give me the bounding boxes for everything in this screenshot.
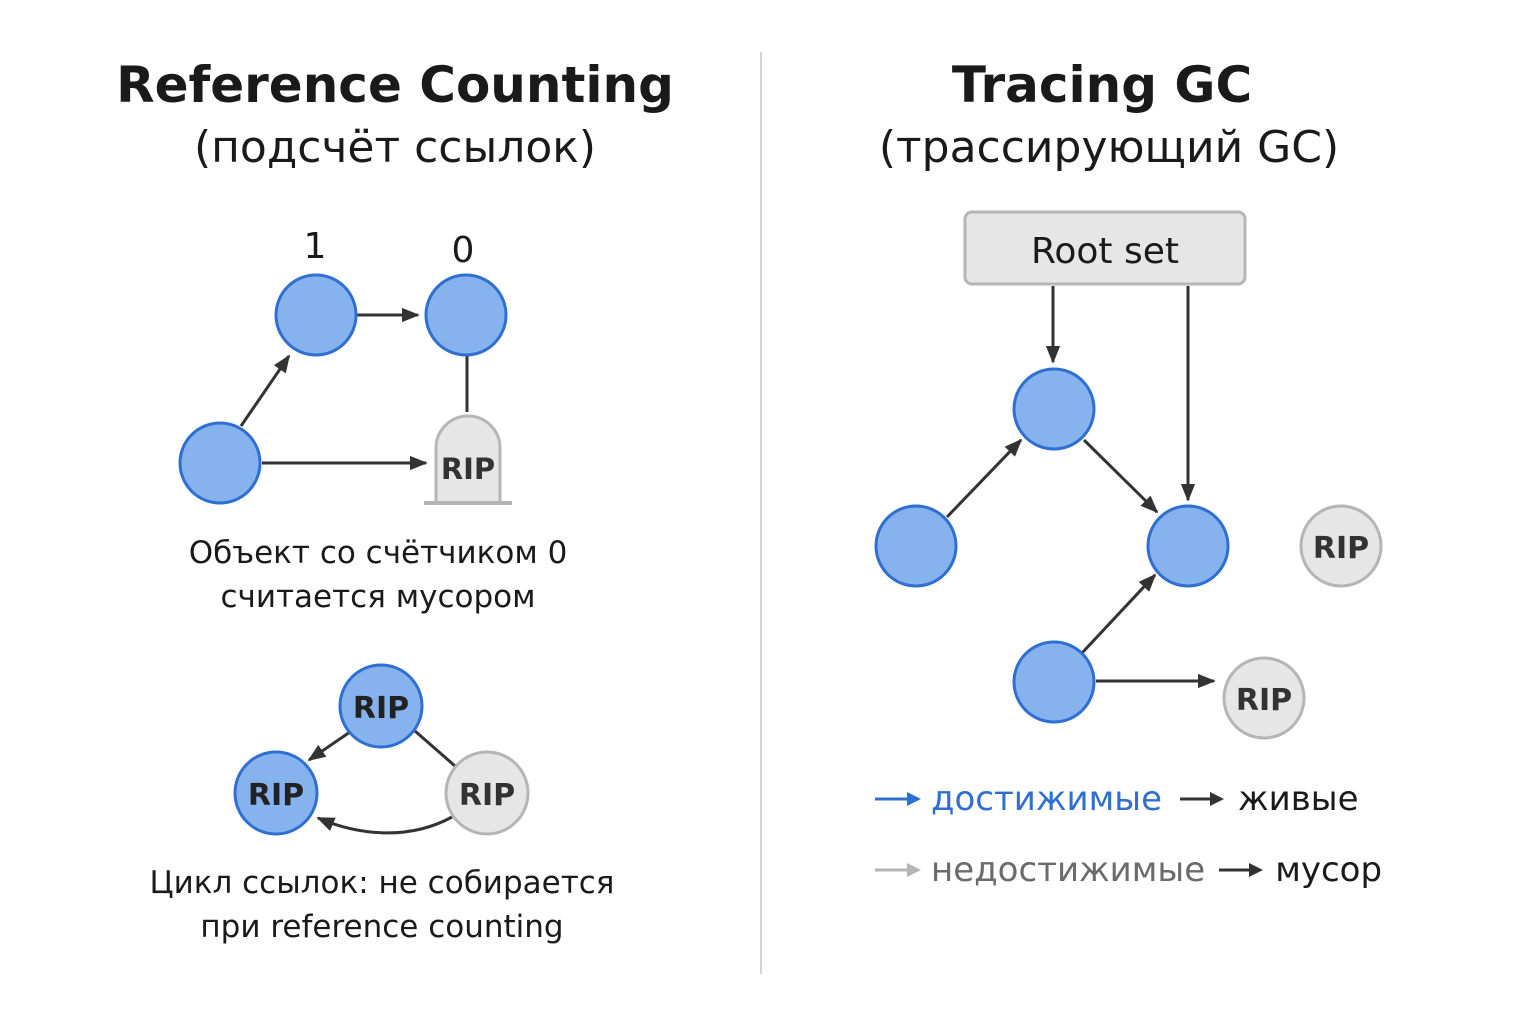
caption-zero-count-line2: считается мусором — [220, 579, 536, 615]
cycle-node-left-label: RIP — [248, 778, 304, 813]
legend-unreachable-label: недостижимые — [931, 850, 1206, 890]
edge-c-to-a — [239, 354, 291, 427]
edge-cycle-top-to-right — [414, 729, 456, 768]
cycle-node-right: RIP — [444, 750, 530, 836]
unreachable-node-right: RIP — [1299, 504, 1383, 588]
right-subtitle: (трассирующий GC) — [878, 122, 1340, 173]
count-label-0: 0 — [452, 230, 475, 271]
cycle-node-top: RIP — [338, 663, 424, 749]
cycle-node-top-label: RIP — [353, 691, 409, 726]
edge-cycle-right-to-left — [316, 815, 453, 835]
unreachable-node-bottom: RIP — [1222, 656, 1306, 740]
legend-reachable: достижимые живые — [875, 777, 1359, 821]
reachable-node-bottom — [1012, 640, 1096, 724]
legend-unreachable-result-arrow-icon — [1219, 863, 1264, 877]
left-title: Reference Counting — [116, 56, 674, 114]
caption-zero-count-line1: Объект со счётчиком 0 — [188, 535, 568, 571]
legend-reachable-arrow-icon — [875, 792, 921, 806]
legend-reachable-label: достижимые — [931, 779, 1163, 819]
reachable-node-left — [874, 504, 958, 588]
caption-cycle-line1: Цикл ссылок: не собирается — [149, 865, 615, 901]
legend-reachable-result-arrow-icon — [1180, 792, 1225, 806]
tracing-example: Root set RIP RIP — [874, 210, 1383, 740]
edge-top-to-mid — [1082, 438, 1159, 514]
left-subtitle: (подсчёт ссылок) — [193, 122, 597, 173]
tombstone-icon: RIP — [424, 414, 512, 505]
cycle-node-left: RIP — [233, 750, 319, 836]
reachable-node-mid — [1146, 504, 1230, 588]
refcount-example: 1 0 RIP — [178, 226, 512, 505]
caption-zero-count: Объект со счётчиком 0 считается мусором — [28, 531, 728, 619]
unreachable-node-right-label: RIP — [1313, 531, 1369, 566]
caption-cycle: Цикл ссылок: не собирается при reference… — [32, 861, 732, 949]
edge-left-to-top — [945, 438, 1023, 519]
edge-bottom-to-mid — [1080, 573, 1157, 655]
object-node-b — [424, 273, 508, 357]
unreachable-node-bottom-label: RIP — [1236, 683, 1292, 718]
panel-divider — [760, 52, 762, 974]
reachable-node-top — [1012, 367, 1096, 451]
edge-cycle-top-to-left — [307, 730, 351, 762]
legend-unreachable-result: мусор — [1275, 850, 1383, 890]
legend-unreachable-arrow-icon — [875, 863, 921, 877]
tombstone-rip-label: RIP — [441, 452, 495, 486]
cycle-node-right-label: RIP — [459, 778, 515, 813]
cycle-example: RIP RIP RIP — [233, 663, 530, 836]
legend-unreachable: недостижимые мусор — [875, 848, 1382, 892]
object-node-a — [274, 273, 358, 357]
right-title: Tracing GC — [951, 56, 1253, 114]
count-label-1: 1 — [304, 226, 327, 267]
caption-cycle-line2: при reference counting — [200, 909, 564, 945]
root-set-box: Root set — [963, 210, 1247, 286]
object-node-c — [178, 421, 262, 505]
root-set-label: Root set — [1031, 231, 1179, 272]
legend-reachable-result: живые — [1238, 779, 1359, 819]
